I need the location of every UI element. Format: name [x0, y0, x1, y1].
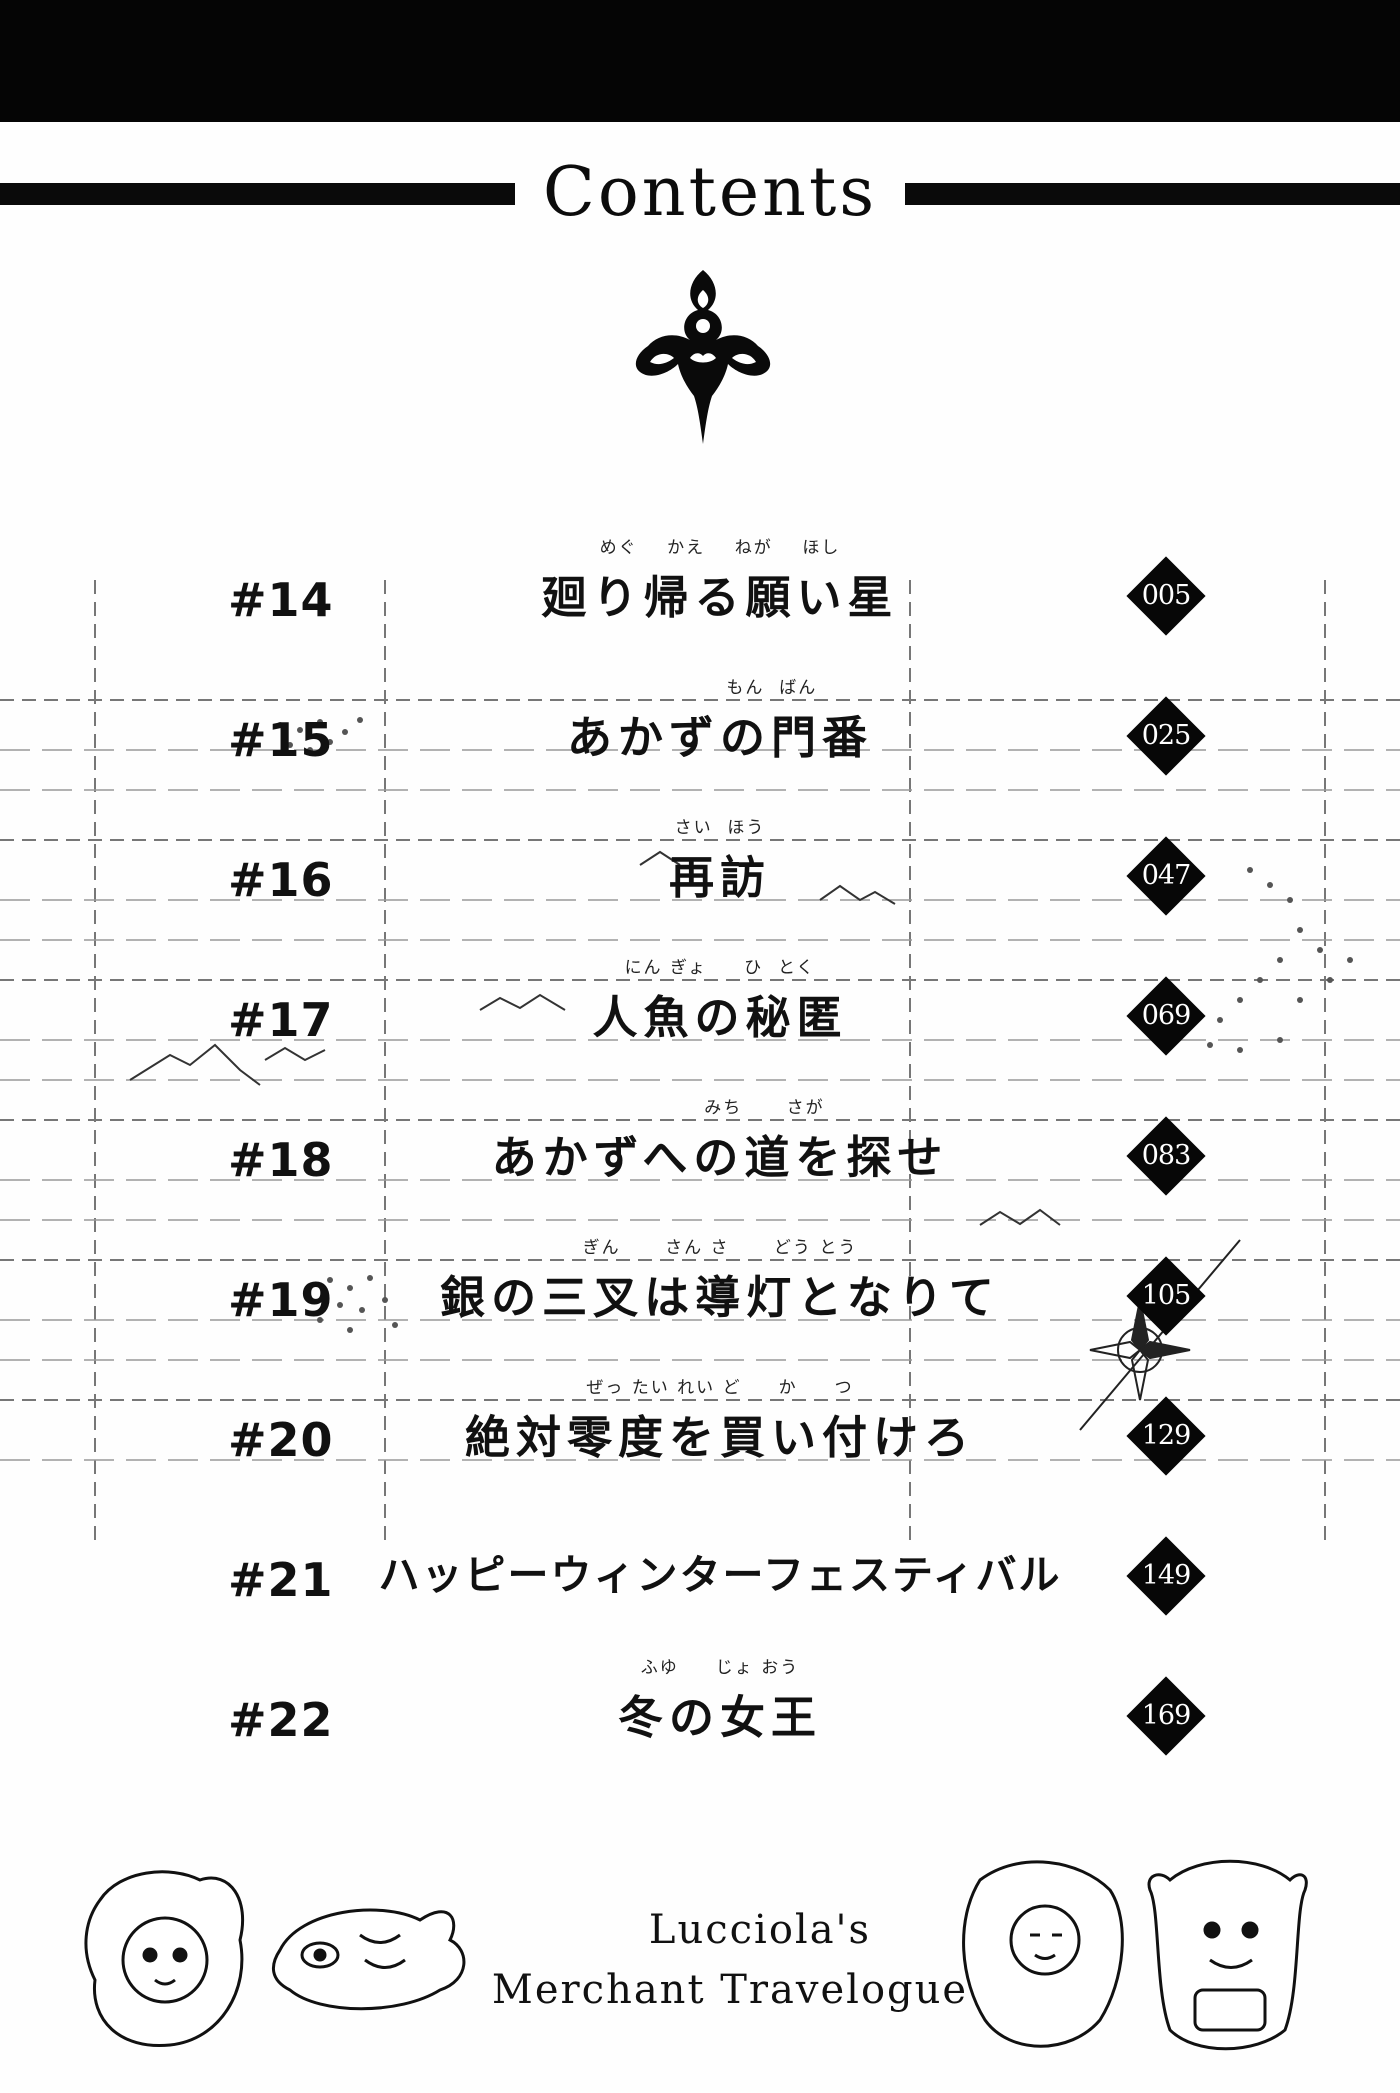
- chapter-title: 絶対零度を買い付けろ: [464, 1411, 975, 1464]
- page-number: 129: [1141, 1420, 1192, 1451]
- toc-row-16[interactable]: #16 さい ほう 再訪 047: [0, 813, 1400, 953]
- page-number: 149: [1141, 1560, 1192, 1591]
- chapter-title: 銀の三叉は導灯となりて: [440, 1271, 1000, 1324]
- page-number-badge: 129: [1126, 1396, 1206, 1476]
- top-black-band: [0, 0, 1400, 122]
- chapter-title: 冬の女王: [617, 1691, 822, 1744]
- page-number-badge: 169: [1126, 1676, 1206, 1756]
- chapter-number: #18: [228, 1133, 334, 1187]
- page-number-badge: 069: [1126, 976, 1206, 1056]
- toc-row-22[interactable]: #22 ふゆ じょ おう 冬の女王 169: [0, 1653, 1400, 1793]
- page-number-badge: 047: [1126, 836, 1206, 916]
- page-number: 069: [1141, 1000, 1192, 1031]
- title-rule-right: [905, 183, 1400, 205]
- toc-row-17[interactable]: #17 にん ぎょ ひ とく 人魚の秘匿 069: [0, 953, 1400, 1093]
- chapter-number: #14: [228, 573, 334, 627]
- chapter-title: ハッピーウィンターフェスティバル: [378, 1551, 1062, 1599]
- chapter-title: 人魚の秘匿: [592, 991, 848, 1044]
- toc-row-20[interactable]: #20 ぜっ たい れい ど か つ 絶対零度を買い付けろ 129: [0, 1373, 1400, 1513]
- chapter-furigana: にん ぎょ ひ とく: [624, 958, 816, 978]
- toc-row-21[interactable]: #21 ハッピーウィンターフェスティバル 149: [0, 1513, 1400, 1653]
- chapter-number: #22: [228, 1693, 334, 1747]
- chapter-furigana: めぐ かえ ねが ほし: [599, 538, 841, 558]
- series-title: Lucciola's Merchant Travelogue: [480, 1900, 980, 2020]
- footer-character-illustrations: [84, 1859, 1308, 2051]
- page-number-badge: 005: [1126, 556, 1206, 636]
- toc-row-15[interactable]: #15 もん ばん あかずの門番 025: [0, 673, 1400, 813]
- chapter-furigana: ふゆ じょ おう: [640, 1658, 800, 1678]
- chapter-title: 再訪: [668, 851, 771, 904]
- page-number-badge: 083: [1126, 1116, 1206, 1196]
- page-title: Contents: [542, 153, 878, 232]
- page-number-badge: 149: [1126, 1536, 1206, 1616]
- chapter-furigana: ぎん さん さ どう とう: [582, 1238, 858, 1258]
- chapter-number: #17: [228, 993, 334, 1047]
- page-number: 083: [1141, 1140, 1192, 1171]
- page-number: 105: [1141, 1280, 1192, 1311]
- page-number-badge: 105: [1126, 1256, 1206, 1336]
- chapter-title: 廻り帰る願い星: [541, 571, 899, 624]
- page-number: 047: [1141, 860, 1192, 891]
- chapter-furigana: もん ばん: [622, 678, 818, 698]
- chapter-furigana: みち さが: [615, 1098, 825, 1118]
- toc-row-14[interactable]: #14 めぐ かえ ねが ほし 廻り帰る願い星 005: [0, 533, 1400, 673]
- chapter-number: #19: [228, 1273, 334, 1327]
- ornament-icon: [635, 270, 771, 444]
- toc-row-19[interactable]: #19 ぎん さん さ どう とう 銀の三叉は導灯となりて 105: [0, 1233, 1400, 1373]
- chapter-furigana: ぜっ たい れい ど か つ: [586, 1378, 854, 1398]
- chapter-number: #20: [228, 1413, 334, 1467]
- series-title-line1: Lucciola's: [648, 1907, 872, 1953]
- page-number-badge: 025: [1126, 696, 1206, 776]
- series-title-line2: Merchant Travelogue: [491, 1967, 969, 2013]
- chapter-furigana: さい ほう: [674, 818, 766, 838]
- map-illustration-background: [0, 580, 1400, 1540]
- page-number: 005: [1141, 580, 1192, 611]
- page-number: 025: [1141, 720, 1192, 751]
- page-number: 169: [1141, 1700, 1192, 1731]
- chapter-title: あかずの門番: [566, 711, 873, 764]
- title-rule-left: [0, 183, 515, 205]
- toc-row-18[interactable]: #18 みち さが あかずへの道を探せ 083: [0, 1093, 1400, 1233]
- chapter-title: あかずへの道を探せ: [491, 1131, 949, 1184]
- chapter-number: #16: [228, 853, 334, 907]
- chapter-number: #21: [228, 1553, 334, 1607]
- chapter-number: #15: [228, 713, 334, 767]
